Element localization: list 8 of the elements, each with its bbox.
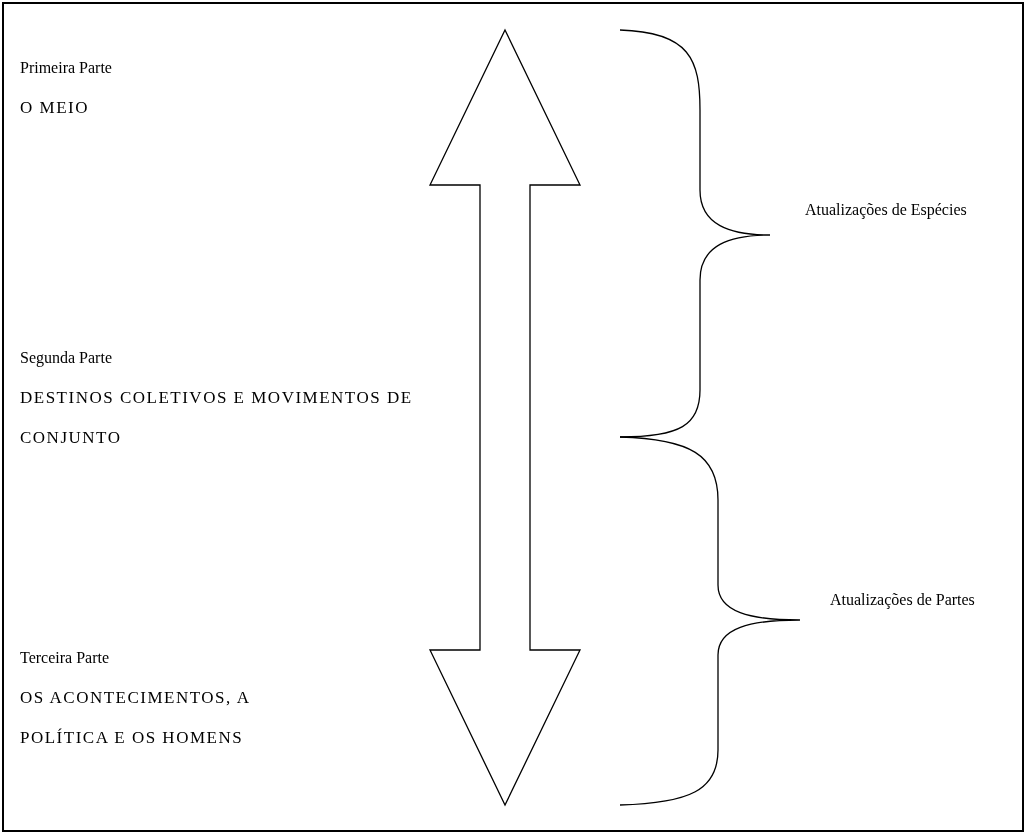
section-title: OS ACONTECIMENTOS, A POLÍTICA E OS HOMENS	[20, 687, 251, 749]
brace-annotation: Atualizações de Partes	[830, 590, 976, 611]
section-title: DESTINOS COLETIVOS E MOVIMENTOS DE CONJUNTO	[20, 387, 414, 449]
section-heading: Segunda Parte	[20, 348, 113, 369]
brace-annotation: Atualizações de Espécies	[805, 200, 968, 221]
section-heading: Terceira Parte	[20, 648, 111, 668]
section-heading: Primeira Parte	[20, 58, 113, 78]
section-title: O MEIO	[20, 97, 90, 119]
